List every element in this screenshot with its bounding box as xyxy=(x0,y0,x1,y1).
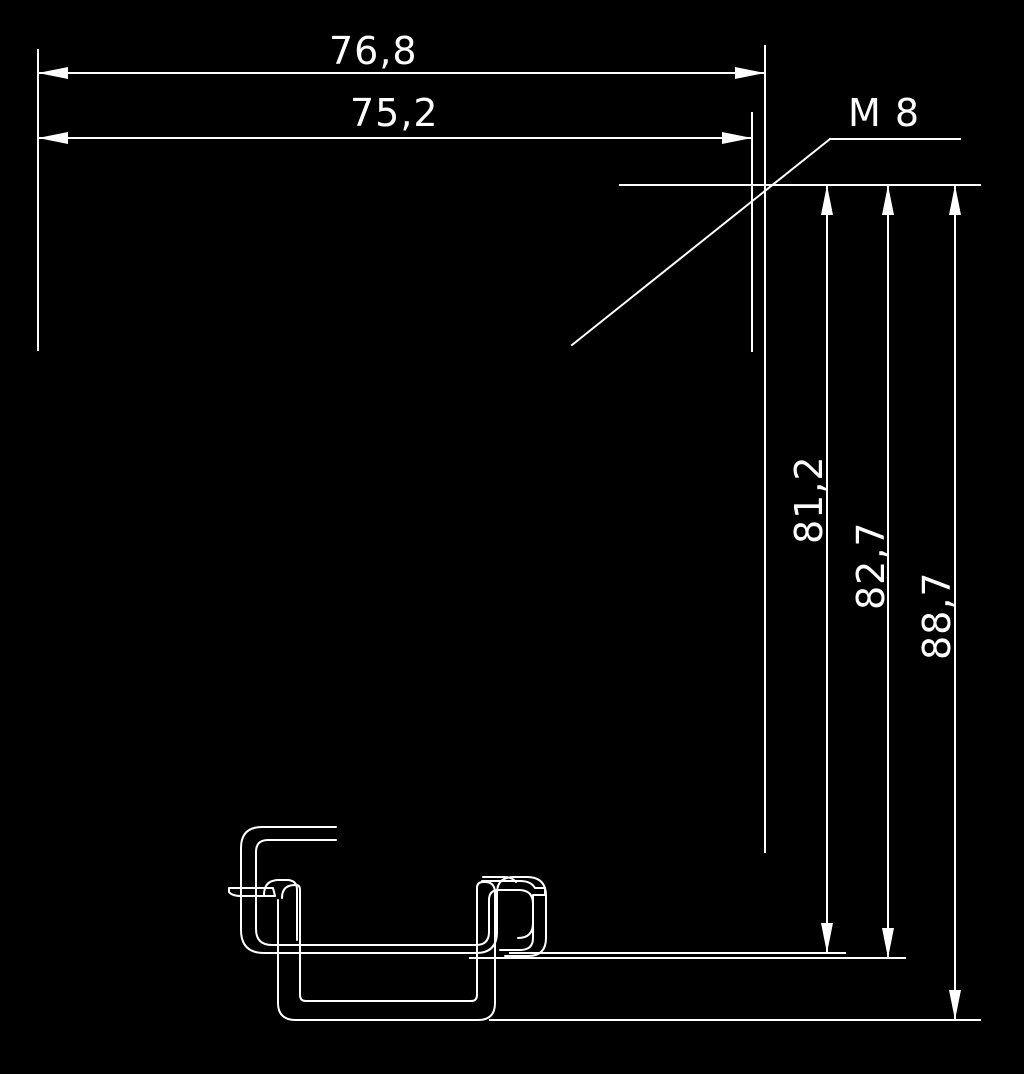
profile-right-clip xyxy=(481,880,546,939)
dimension-arrow-bottom-81-2 xyxy=(821,923,833,953)
thread-callout-group: M 8 xyxy=(570,91,961,347)
dimension-arrow-right-76-8 xyxy=(735,67,765,79)
profile-u-channel-outer xyxy=(277,881,496,1021)
dimension-arrow-top-81-2 xyxy=(821,185,833,215)
dimension-label-82-7: 82,7 xyxy=(849,521,893,610)
thread-label: M 8 xyxy=(848,91,920,135)
dimension-arrow-right-75-2 xyxy=(722,132,752,144)
dimension-arrow-bottom-88-7 xyxy=(949,990,961,1020)
dimension-arrow-bottom-82-7 xyxy=(882,928,894,958)
profile-left-clip xyxy=(228,887,276,897)
profile-right-tab xyxy=(482,876,517,883)
profile-inner-bracket xyxy=(255,839,534,951)
profile-sketch xyxy=(228,826,547,1021)
thread-leader-line xyxy=(570,137,832,347)
dimension-arrow-left-75-2 xyxy=(38,132,68,144)
dimension-label-81-2: 81,2 xyxy=(787,455,831,544)
dimension-arrow-top-82-7 xyxy=(882,185,894,215)
dimension-label-88-7: 88,7 xyxy=(915,571,959,660)
dimension-label-75-2: 75,2 xyxy=(350,91,439,135)
dimension-arrow-top-88-7 xyxy=(949,185,961,215)
dimension-label-76-8: 76,8 xyxy=(329,29,418,73)
profile-u-channel-inner xyxy=(263,879,298,941)
top-dimension-group: 76,8 75,2 xyxy=(37,29,766,853)
right-dimension-group: 81,2 82,7 88,7 xyxy=(469,184,981,1021)
profile-outer-bracket xyxy=(240,826,547,957)
dimension-arrow-left-76-8 xyxy=(38,67,68,79)
